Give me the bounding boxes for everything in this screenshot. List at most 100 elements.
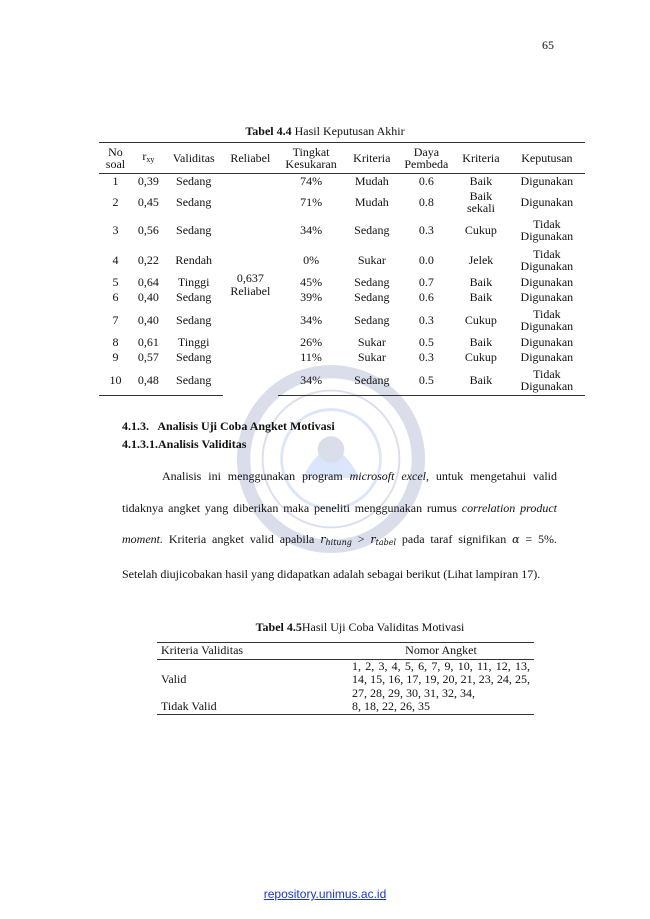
cell-daya-pembeda: 0.6 — [418, 290, 434, 305]
kriteria-valid: Valid — [161, 672, 187, 686]
cell-rxy: 0,57 — [137, 350, 159, 365]
cell-kriteria-kesukaran: Sukar — [357, 252, 386, 267]
cell-validitas: Sedang — [176, 290, 212, 305]
cell-keputusan: Digunakan — [520, 275, 574, 290]
cell-tingkat-kesukaran: 0% — [303, 252, 320, 267]
col-keputusan: Keputusan — [508, 142, 585, 174]
cell-no-soal: 6 — [112, 290, 119, 305]
reliabel-label: Reliabel — [230, 283, 271, 298]
cell-rxy: 0,64 — [137, 275, 159, 290]
col-nomor-angket: Nomor Angket — [348, 642, 534, 660]
cell-kriteria-pembeda: Baik — [469, 335, 493, 350]
cell-validitas: Sedang — [176, 194, 212, 209]
cell-validitas: Rendah — [175, 252, 213, 267]
cell-tingkat-kesukaran: 26% — [300, 335, 323, 350]
cell-rxy: 0,56 — [137, 222, 159, 237]
cell-no-soal: 9 — [112, 350, 119, 365]
cell-tingkat-kesukaran: 71% — [300, 194, 323, 209]
cell-keputusan: Digunakan — [520, 350, 574, 365]
cell-rxy: 0,45 — [137, 194, 159, 209]
cell-kriteria-pembeda: Baik — [469, 275, 493, 290]
cell-daya-pembeda: 0.5 — [399, 365, 454, 396]
col-kriteria-1: Kriteria — [344, 142, 400, 174]
cell-daya-pembeda: 0.5 — [418, 335, 434, 350]
cell-kriteria-kesukaran: Sukar — [357, 350, 386, 365]
cell-keputusan: Digunakan — [520, 174, 574, 189]
cell-kriteria-pembeda: Baik — [469, 290, 493, 305]
repository-footer-link[interactable]: repository.unimus.ac.id — [263, 887, 387, 901]
cell-no-soal: 1 — [112, 174, 119, 189]
section-heading-4-1-3-1: 4.1.3.1.Analisis Validitas — [122, 437, 247, 451]
cell-keputusan: Tidak Digunakan — [520, 216, 574, 243]
table-header-row: Kriteria Validitas Nomor Angket — [157, 642, 534, 660]
cell-validitas: Sedang — [164, 365, 223, 396]
col-no-soal: No soal — [99, 142, 132, 174]
cell-tingkat-kesukaran: 45% — [300, 275, 323, 290]
cell-no-soal: 5 — [112, 275, 119, 290]
cell-tingkat-kesukaran: 34% — [278, 365, 345, 396]
table-row: Valid 1, 2, 3, 4, 5, 6, 7, 9, 10, 11, 12… — [157, 659, 534, 700]
cell-tingkat-kesukaran: 11% — [300, 350, 322, 365]
col-kriteria-validitas: Kriteria Validitas — [157, 642, 348, 660]
col-validitas: Validitas — [164, 142, 223, 174]
cell-daya-pembeda: 0.7 — [418, 275, 434, 290]
col-reliabel: Reliabel — [222, 142, 279, 174]
page-number: 65 — [542, 38, 554, 52]
nomor-valid: 1, 2, 3, 4, 5, 6, 7, 9, 10, 11, 12, 13, … — [352, 658, 530, 700]
col-kriteria-2: Kriteria — [453, 142, 509, 174]
cell-kriteria-kesukaran: Sedang — [354, 275, 390, 290]
cell-rxy: 0,22 — [137, 252, 159, 267]
cell-keputusan: Tidak Digunakan — [508, 365, 585, 396]
table-header-row: No soal rxy Validitas Reliabel Tingkat K… — [99, 142, 585, 174]
cell-daya-pembeda: 0.6 — [418, 174, 434, 189]
cell-rxy: 0,48 — [131, 365, 165, 396]
table-row: 5 0,64 Tinggi 45% Sedang 0.7 Baik Digunakan — [99, 275, 585, 290]
table-4-4: No soal rxy Validitas Reliabel Tingkat K… — [99, 142, 585, 396]
cell-kriteria-pembeda: Baik sekali — [466, 188, 495, 215]
cell-daya-pembeda: 0.0 — [418, 252, 434, 267]
cell-kriteria-pembeda: Cukup — [464, 222, 497, 237]
cell-keputusan: Digunakan — [520, 290, 574, 305]
cell-rxy: 0,61 — [137, 335, 159, 350]
cell-validitas: Sedang — [176, 174, 212, 189]
cell-tingkat-kesukaran: 34% — [300, 222, 323, 237]
cell-keputusan: Digunakan — [520, 194, 574, 209]
cell-rxy: 0,40 — [137, 290, 159, 305]
cell-keputusan: Digunakan — [520, 335, 574, 350]
col-daya-pembeda: Daya Pembeda — [399, 142, 454, 174]
table-4-4-caption: Tabel 4.4 Hasil Keputusan Akhir — [245, 124, 405, 138]
table-4-5: Kriteria Validitas Nomor Angket Valid 1,… — [157, 642, 534, 715]
cell-kriteria-kesukaran: Mudah — [354, 174, 389, 189]
col-tingkat-kesukaran: Tingkat Kesukaran — [278, 142, 345, 174]
cell-validitas: Sedang — [176, 350, 212, 365]
cell-rxy: 0,39 — [137, 174, 159, 189]
reliabel-value: 0,637 — [236, 271, 264, 286]
kriteria-tidak-valid: Tidak Valid — [157, 699, 348, 715]
cell-tingkat-kesukaran: 34% — [300, 312, 323, 327]
cell-tingkat-kesukaran: 74% — [300, 174, 323, 189]
cell-kriteria-kesukaran: Sedang — [354, 290, 390, 305]
r-hitung-symbol: rhitung — [320, 533, 352, 547]
section-heading-4-1-3: 4.1.3. Analisis Uji Coba Angket Motivasi — [122, 419, 335, 433]
cell-daya-pembeda: 0.3 — [418, 350, 434, 365]
cell-no-soal: 7 — [112, 312, 119, 327]
cell-kriteria-kesukaran: Sedang — [354, 222, 390, 237]
table-row: 9 0,57 Sedang 11% Sukar 0.3 Cukup Digunakan — [99, 350, 585, 365]
cell-kriteria-kesukaran: Mudah — [354, 194, 389, 209]
table-4-5-caption: Tabel 4.5Hasil Uji Coba Validitas Motiva… — [255, 620, 465, 634]
cell-kriteria-pembeda: Cukup — [464, 350, 497, 365]
cell-no-soal: 8 — [112, 335, 119, 350]
cell-keputusan: Tidak Digunakan — [520, 306, 574, 333]
cell-validitas: Tinggi — [177, 275, 210, 290]
col-rxy: rxy — [131, 142, 165, 174]
cell-daya-pembeda: 0.8 — [418, 194, 434, 209]
body-paragraph: Analisis ini menggunakan program microso… — [122, 469, 558, 581]
